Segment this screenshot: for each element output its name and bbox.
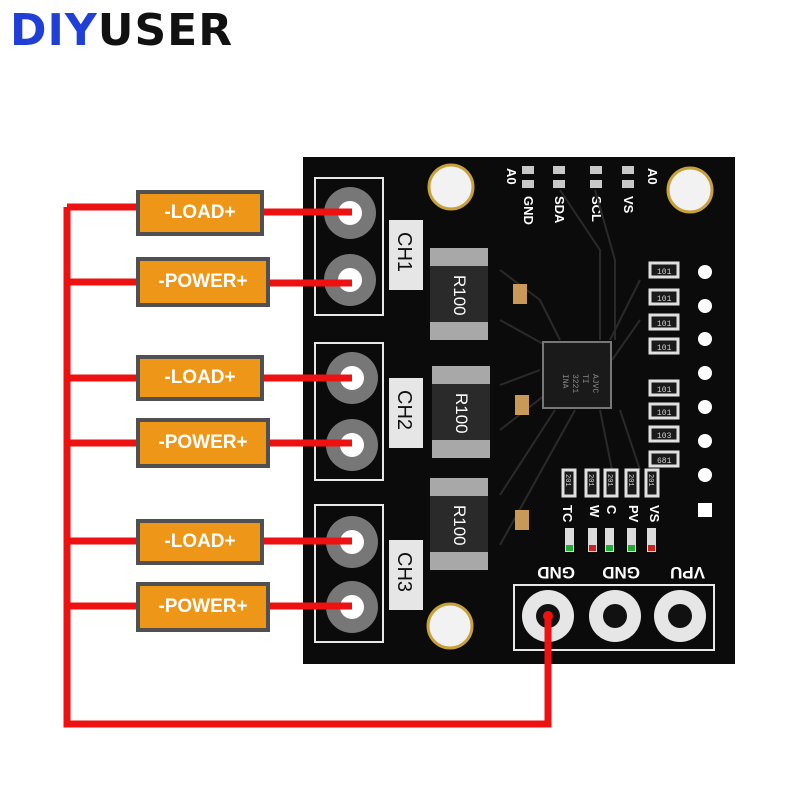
bottom-pin-gnd-2: GND: [602, 563, 640, 582]
top-pin-gnd: GND: [521, 196, 536, 225]
top-pin-sda: SDA: [552, 196, 567, 224]
chip-marking-2: 3221: [570, 374, 579, 393]
led-resistor-code: 201: [605, 474, 613, 487]
led-label-pv: PV: [626, 505, 641, 523]
led-resistor: 201: [561, 468, 577, 498]
top-pin-vs: VS: [621, 196, 636, 214]
red-wiring: [63, 203, 552, 728]
brand-logo: DIYUSER: [10, 6, 233, 56]
smd-resistor-code: 681: [657, 457, 672, 466]
connection-label-power-ch3: -POWER+: [136, 582, 270, 632]
led-label-c: C: [604, 505, 619, 515]
smd-resistor: 101: [648, 288, 680, 306]
top-pin-a0-left: A0: [504, 168, 519, 185]
smd-resistor-code: 101: [657, 409, 672, 418]
top-pin-labels: A0 A0 GND SDA SCL VS: [504, 168, 660, 225]
chip-marking-4: AJVC: [590, 374, 599, 393]
smd-resistor-code: 101: [657, 320, 672, 329]
shunt-resistors: R100 R100 R100: [430, 248, 490, 570]
channel-labels: CH1 CH2 CH3: [389, 220, 423, 610]
brand-logo-part2: USER: [97, 5, 234, 56]
top-pin-scl: SCL: [589, 196, 604, 222]
pcb-traces: [499, 189, 641, 546]
led-resistor-code: 201: [626, 474, 634, 487]
connection-label-load-ch1: -LOAD+: [136, 190, 264, 236]
resistor-label-2: R100: [452, 393, 471, 434]
connection-label-load-ch2: -LOAD+: [136, 355, 264, 401]
connection-label-power-ch1: -POWER+: [136, 257, 270, 307]
led-resistors: 201 201 201 201 201: [561, 468, 660, 498]
terminal-outlines: [314, 177, 715, 651]
bottom-pin-vpu: VPU: [670, 563, 705, 582]
smd-resistor: 101: [648, 337, 680, 355]
chip-marking-1: INA: [560, 374, 569, 389]
resistor-label-1: R100: [450, 275, 469, 316]
top-pin-a0-right: A0: [645, 168, 660, 185]
side-header-pins: [698, 265, 712, 517]
ina3221-chip: INA 3221 TI AJVC: [542, 341, 612, 409]
smd-resistor-code: 101: [657, 386, 672, 395]
led-label-vs: VS: [647, 505, 662, 523]
smd-resistor-code: 101: [657, 295, 672, 304]
led-resistor: 201: [584, 468, 600, 498]
smd-resistor: 101: [648, 402, 680, 420]
smd-resistor-code: 101: [657, 268, 672, 277]
led-resistor: 201: [644, 468, 660, 498]
led-resistor-code: 201: [586, 474, 594, 487]
smd-resistor: 101: [648, 261, 680, 279]
led-resistor: 201: [624, 468, 640, 498]
channel-label-ch1: CH1: [393, 232, 415, 272]
channel-label-ch2: CH2: [393, 390, 415, 430]
resistor-label-3: R100: [450, 505, 469, 546]
led-label-tc: TC: [560, 505, 575, 523]
chip-marking-3: TI: [580, 374, 589, 384]
connection-label-load-ch3: -LOAD+: [136, 519, 264, 565]
brand-logo-part1: DIY: [10, 5, 98, 56]
smd-resistor: 101: [648, 379, 680, 397]
connection-label-power-ch2: -POWER+: [136, 418, 270, 468]
smd-resistor-column: 101 101 101 101 101 101 103 681: [648, 261, 680, 468]
smd-resistor-code: 103: [657, 432, 672, 441]
wire-end-dot: [543, 611, 553, 621]
bottom-pin-gnd-1: GND: [537, 563, 575, 582]
mounting-holes: [426, 163, 714, 650]
smd-resistor: 681: [648, 450, 680, 468]
led-resistor-code: 201: [646, 474, 654, 487]
led-row: [565, 528, 656, 552]
led-resistor: 201: [603, 468, 619, 498]
smd-resistor: 103: [648, 425, 680, 443]
led-resistor-code: 201: [563, 474, 571, 487]
led-label-w: W: [587, 505, 602, 518]
bottom-pin-labels: GND GND VPU: [537, 563, 705, 582]
address-jumpers: [522, 166, 634, 188]
channel-label-ch3: CH3: [393, 552, 415, 592]
smd-resistor: 101: [648, 313, 680, 331]
smd-resistor-code: 101: [657, 344, 672, 353]
led-labels: TC W C PV VS: [560, 505, 662, 523]
smd-capacitors: [513, 284, 529, 530]
